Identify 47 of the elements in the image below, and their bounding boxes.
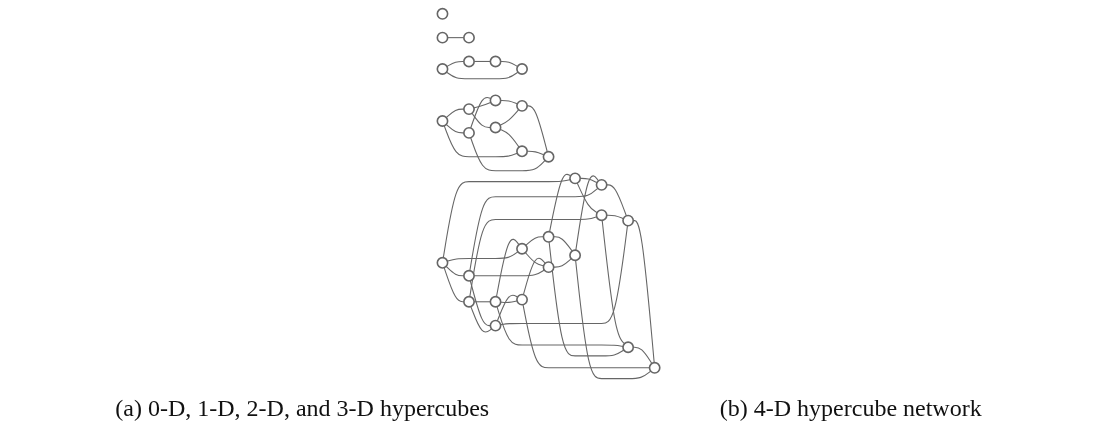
connector xyxy=(500,224,628,325)
connector xyxy=(442,178,571,258)
connector xyxy=(445,265,465,276)
connector xyxy=(553,257,572,268)
connector xyxy=(446,250,519,262)
connector xyxy=(500,299,518,303)
connector xyxy=(526,150,545,155)
figure-caption: (b) 4-D hypercube network xyxy=(719,395,982,422)
connector xyxy=(496,294,519,321)
connector xyxy=(579,177,598,183)
connector xyxy=(522,303,650,368)
connector xyxy=(445,108,465,118)
connector xyxy=(473,101,492,108)
connector xyxy=(473,268,545,276)
connector xyxy=(443,124,518,157)
connector xyxy=(469,187,599,271)
connector xyxy=(524,251,545,266)
connector xyxy=(632,346,653,364)
figure-caption: (a) 0-D, 1-D, 2-D, and 3-D hypercubes xyxy=(115,395,490,422)
connector xyxy=(470,96,492,129)
connector xyxy=(606,183,627,216)
connector xyxy=(499,108,520,126)
connector xyxy=(500,99,518,104)
connector xyxy=(470,305,492,333)
connector xyxy=(548,240,625,356)
connector xyxy=(575,174,599,251)
connector xyxy=(632,219,655,363)
connector xyxy=(445,123,465,133)
connector xyxy=(446,60,465,67)
connector xyxy=(469,215,598,297)
connector xyxy=(522,257,546,295)
connector xyxy=(525,235,544,246)
connector xyxy=(495,238,520,297)
connector xyxy=(446,71,519,79)
connector xyxy=(500,60,519,67)
connector xyxy=(575,259,652,379)
connector xyxy=(470,136,546,171)
connector xyxy=(471,112,491,128)
connector xyxy=(499,128,520,148)
connector xyxy=(496,305,624,347)
connector xyxy=(606,214,624,219)
connector xyxy=(526,104,548,152)
connector xyxy=(548,173,572,232)
connector xyxy=(553,235,573,252)
connector xyxy=(443,266,465,302)
connector xyxy=(576,182,598,213)
connector xyxy=(601,219,625,344)
